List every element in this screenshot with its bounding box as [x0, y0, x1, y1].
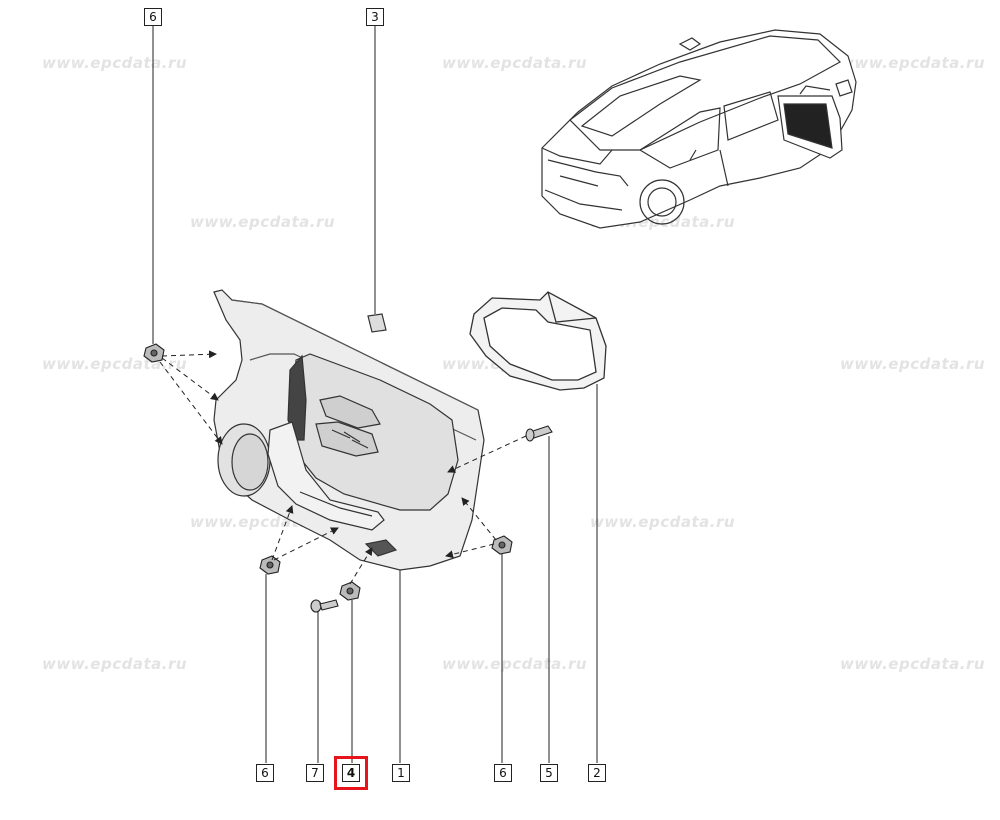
assembly-arrows	[159, 350, 527, 585]
watermark: www.epcdata.ru	[190, 213, 336, 231]
car-illustration	[541, 29, 857, 229]
watermark: www.epcdata.ru	[42, 655, 188, 673]
callout-6-top[interactable]: 6	[144, 8, 162, 26]
watermark: www.epcdata.ru	[42, 54, 188, 72]
seal-part-2	[469, 291, 607, 391]
leader-lines	[152, 26, 598, 763]
watermark: www.epcdata.ru	[442, 655, 588, 673]
callout-3[interactable]: 3	[366, 8, 384, 26]
clip-part-6-top	[143, 343, 165, 363]
screw-part-7	[310, 599, 339, 613]
callout-2[interactable]: 2	[588, 764, 606, 782]
callout-5[interactable]: 5	[540, 764, 558, 782]
callout-4-selected[interactable]: 4	[334, 756, 368, 790]
watermark: www.epcdata.ru	[840, 54, 986, 72]
clip-part-6-bottom-right	[491, 535, 513, 555]
clip-part-4	[339, 581, 361, 601]
watermark: www.epcdata.ru	[840, 355, 986, 373]
watermark: www.epcdata.ru	[590, 513, 736, 531]
clip-part-6-bottom-left	[259, 555, 281, 575]
clip-part-3	[367, 313, 387, 333]
watermark: www.epcdata.ru	[442, 54, 588, 72]
callout-1[interactable]: 1	[392, 764, 410, 782]
callout-6-bottom-left[interactable]: 6	[256, 764, 274, 782]
watermark: www.epcdata.ru	[840, 655, 986, 673]
callout-7[interactable]: 7	[306, 764, 324, 782]
callout-6-bottom-right[interactable]: 6	[494, 764, 512, 782]
pin-part-5	[525, 425, 553, 442]
door-panel	[213, 289, 485, 571]
